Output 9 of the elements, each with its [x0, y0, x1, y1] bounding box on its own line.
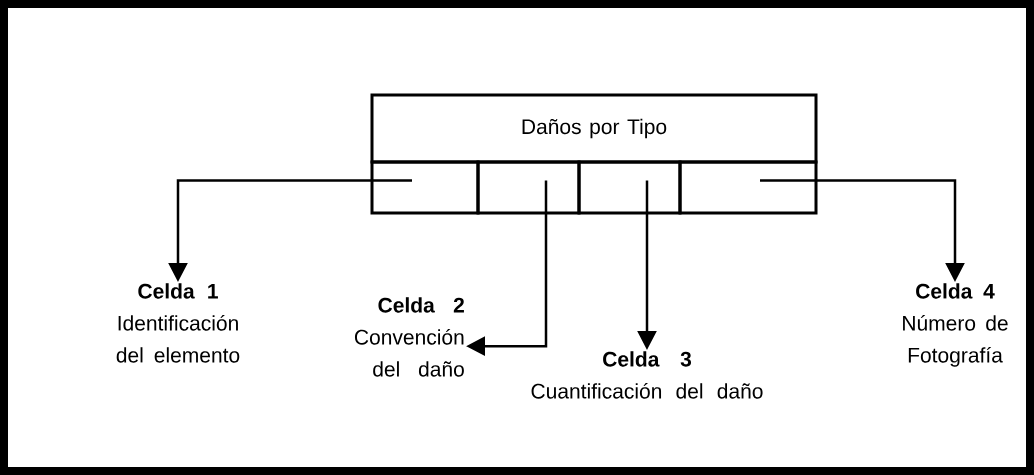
header-cell: Daños por Tipo	[370, 93, 818, 164]
table-cell	[370, 160, 480, 215]
table-cell	[577, 160, 682, 215]
cell-description: Celda 4 Número de Fotografía	[903, 283, 1008, 367]
table-cell	[678, 160, 818, 215]
cell-description: Celda 1 Identificación del elemento	[116, 283, 240, 363]
cell-description: Celda 2 Convención del daño	[354, 297, 464, 377]
table-cell	[476, 160, 581, 215]
cell-description: Celda 3 Cuantificación del daño	[531, 351, 763, 399]
